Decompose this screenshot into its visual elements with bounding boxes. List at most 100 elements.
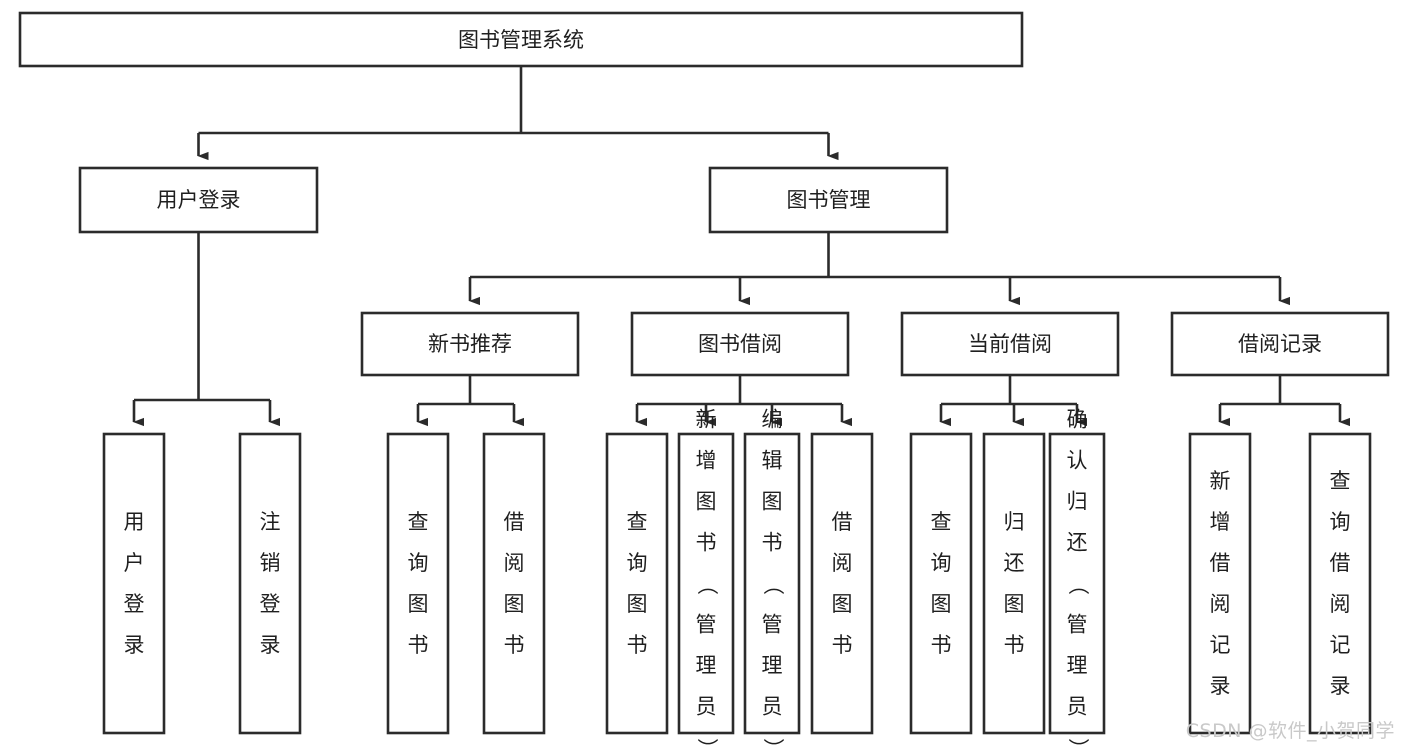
label-char: 图 — [931, 592, 952, 616]
label-char: 询 — [408, 551, 429, 575]
label-char: 登 — [260, 592, 281, 616]
node-leaf-add-borrow-record-rect[interactable] — [1188, 432, 1252, 735]
node-leaf-confirm-return-admin-rect[interactable] — [1048, 432, 1106, 735]
label-char: 借 — [1210, 551, 1231, 575]
watermark: CSDN @软件_小贺同学 — [1185, 720, 1395, 742]
node-borrow-record-rect[interactable] — [1170, 311, 1390, 377]
node-book-borrow[interactable]: 图书借阅 — [630, 311, 850, 377]
label-char: 书 — [696, 531, 717, 555]
node-user-login-label: 用户登录 — [157, 188, 241, 212]
label-char: 图 — [408, 592, 429, 616]
node-leaf-return-book-rect[interactable] — [982, 432, 1046, 735]
label-char: 图 — [627, 592, 648, 616]
node-leaf-logout-rect[interactable] — [238, 432, 302, 735]
label-char: 查 — [1330, 469, 1351, 493]
label-char: 增 — [696, 449, 717, 473]
label-char: 阅 — [1210, 592, 1231, 616]
node-leaf-borrow-book-rect[interactable] — [810, 432, 874, 735]
label-char: 还 — [1004, 551, 1025, 575]
node-new-book-recommend-rect[interactable] — [360, 311, 580, 377]
label-char: 查 — [627, 510, 648, 534]
label-char: 图 — [1004, 592, 1025, 616]
label-char: 员 — [762, 695, 783, 719]
node-user-login[interactable]: 用户登录 — [78, 166, 319, 234]
node-book-management[interactable]: 图书管理 — [708, 166, 949, 234]
label-char: 登 — [124, 592, 145, 616]
node-leaf-query-borrow-record-rect[interactable] — [1308, 432, 1372, 735]
label-char: 借 — [832, 510, 853, 534]
label-char: 阅 — [1330, 592, 1351, 616]
node-leaf-user-login-rect[interactable] — [102, 432, 166, 735]
label-char: 图 — [762, 490, 783, 514]
label-char: 书 — [627, 633, 648, 657]
label-char: 归 — [1067, 490, 1088, 514]
label-char: （ — [695, 574, 719, 595]
label-char: 员 — [1067, 695, 1088, 719]
label-char: 查 — [408, 510, 429, 534]
node-current-borrow-rect[interactable] — [900, 311, 1120, 377]
label-char: 户 — [124, 551, 145, 575]
label-char: 阅 — [504, 551, 525, 575]
label-char: 询 — [1330, 510, 1351, 534]
label-char: 询 — [627, 551, 648, 575]
node-root[interactable]: 图书管理系统 — [18, 11, 1024, 68]
node-new-book-recommend[interactable]: 新书推荐 — [360, 311, 580, 377]
label-char: 确 — [1067, 408, 1088, 432]
node-leaf-add-book-admin-rect[interactable] — [677, 432, 735, 735]
node-user-login-rect[interactable] — [78, 166, 319, 234]
node-leaf-query-book-recommend-rect[interactable] — [386, 432, 450, 735]
node-book-borrow-label: 图书借阅 — [698, 332, 782, 356]
node-root-rect[interactable] — [18, 11, 1024, 68]
node-leaf-query-book-borrow-rect[interactable] — [605, 432, 669, 735]
node-current-borrow-label: 当前借阅 — [968, 332, 1052, 356]
node-leaf-edit-book-admin-rect[interactable] — [743, 432, 801, 735]
label-char: 理 — [762, 654, 783, 678]
node-book-borrow-rect[interactable] — [630, 311, 850, 377]
label-char: ） — [1066, 738, 1090, 747]
node-current-borrow[interactable]: 当前借阅 — [900, 311, 1120, 377]
label-char: 书 — [832, 633, 853, 657]
node-root-label: 图书管理系统 — [458, 28, 584, 52]
label-char: 录 — [1210, 674, 1231, 698]
node-leaf-user-login-label: 用户登录 — [124, 510, 145, 657]
node-leaf-user-login[interactable]: 用户登录 — [102, 432, 166, 735]
label-char: 编 — [762, 408, 783, 432]
label-char: 书 — [762, 531, 783, 555]
node-book-management-rect[interactable] — [708, 166, 949, 234]
label-char: 图 — [832, 592, 853, 616]
label-char: 录 — [124, 633, 145, 657]
node-borrow-record[interactable]: 借阅记录 — [1170, 311, 1390, 377]
label-char: 书 — [504, 633, 525, 657]
node-leaf-query-book-current-rect[interactable] — [909, 432, 973, 735]
label-char: 借 — [504, 510, 525, 534]
label-char: 管 — [762, 613, 783, 637]
label-char: 录 — [1330, 674, 1351, 698]
label-char: （ — [1066, 574, 1090, 595]
label-char: 认 — [1067, 449, 1088, 473]
label-char: 记 — [1210, 633, 1231, 657]
node-leaf-borrow-book-recommend-rect[interactable] — [482, 432, 546, 735]
node-book-management-label: 图书管理 — [787, 188, 871, 212]
label-char: 归 — [1004, 510, 1025, 534]
label-char: 查 — [931, 510, 952, 534]
